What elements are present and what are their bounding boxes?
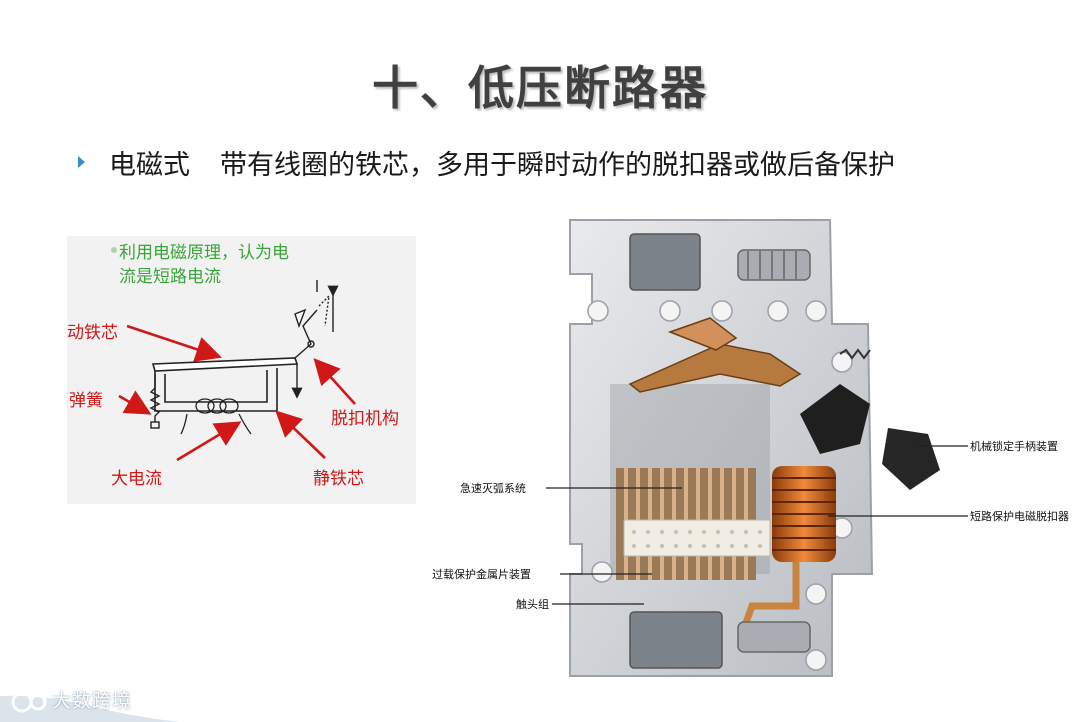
breaker-photo: 急速灭弧系统 过载保护金属片装置 触头组 机械锁定手柄装置 短路保护电磁脱扣器 <box>420 214 1080 684</box>
bullet-triangle-icon <box>78 156 85 168</box>
schematic-note-line-2: 流是短路电流 <box>119 267 221 287</box>
label-handle-lock: 机械锁定手柄装置 <box>970 440 1058 453</box>
label-arc-system: 急速灭弧系统 <box>460 482 526 495</box>
static-core-shape <box>154 368 278 412</box>
label-short-circuit-trip: 短路保护电磁脱扣器 <box>970 510 1069 523</box>
trip-mechanism-shape <box>291 280 339 399</box>
schematic-note-line-1: 利用电磁原理，认为电 <box>119 243 289 263</box>
schematic-panel: 利用电磁原理，认为电 流是短路电流 <box>67 236 416 504</box>
breaker-illustration <box>546 219 968 677</box>
label-moving-core: 动铁芯 <box>67 323 118 343</box>
bullet-row: 电磁式 带有线圈的铁芯，多用于瞬时动作的脱扣器或做后备保护 <box>78 142 895 182</box>
label-spring: 弹簧 <box>69 391 103 411</box>
spring-shape <box>149 374 161 429</box>
note-bullet-icon <box>111 247 117 253</box>
bullet-term: 电磁式 <box>109 149 190 181</box>
bullet-description: 带有线圈的铁芯，多用于瞬时动作的脱扣器或做后备保护 <box>220 149 895 181</box>
label-overload-device: 过载保护金属片装置 <box>432 568 531 581</box>
watermark-logo-icon <box>0 691 180 722</box>
slide-title: 十、低压断路器 <box>372 61 708 115</box>
coil-shape <box>180 398 252 435</box>
copper-coil-shape <box>772 466 836 562</box>
label-trip-mechanism: 脱扣机构 <box>331 409 399 429</box>
moving-core-shape <box>151 357 299 372</box>
label-large-current: 大电流 <box>111 469 162 489</box>
label-static-core: 静铁芯 <box>313 469 364 489</box>
schematic-drawing <box>118 280 356 462</box>
watermark-text: 大数跨境 <box>52 690 133 712</box>
label-contact-group: 触头组 <box>516 598 549 611</box>
